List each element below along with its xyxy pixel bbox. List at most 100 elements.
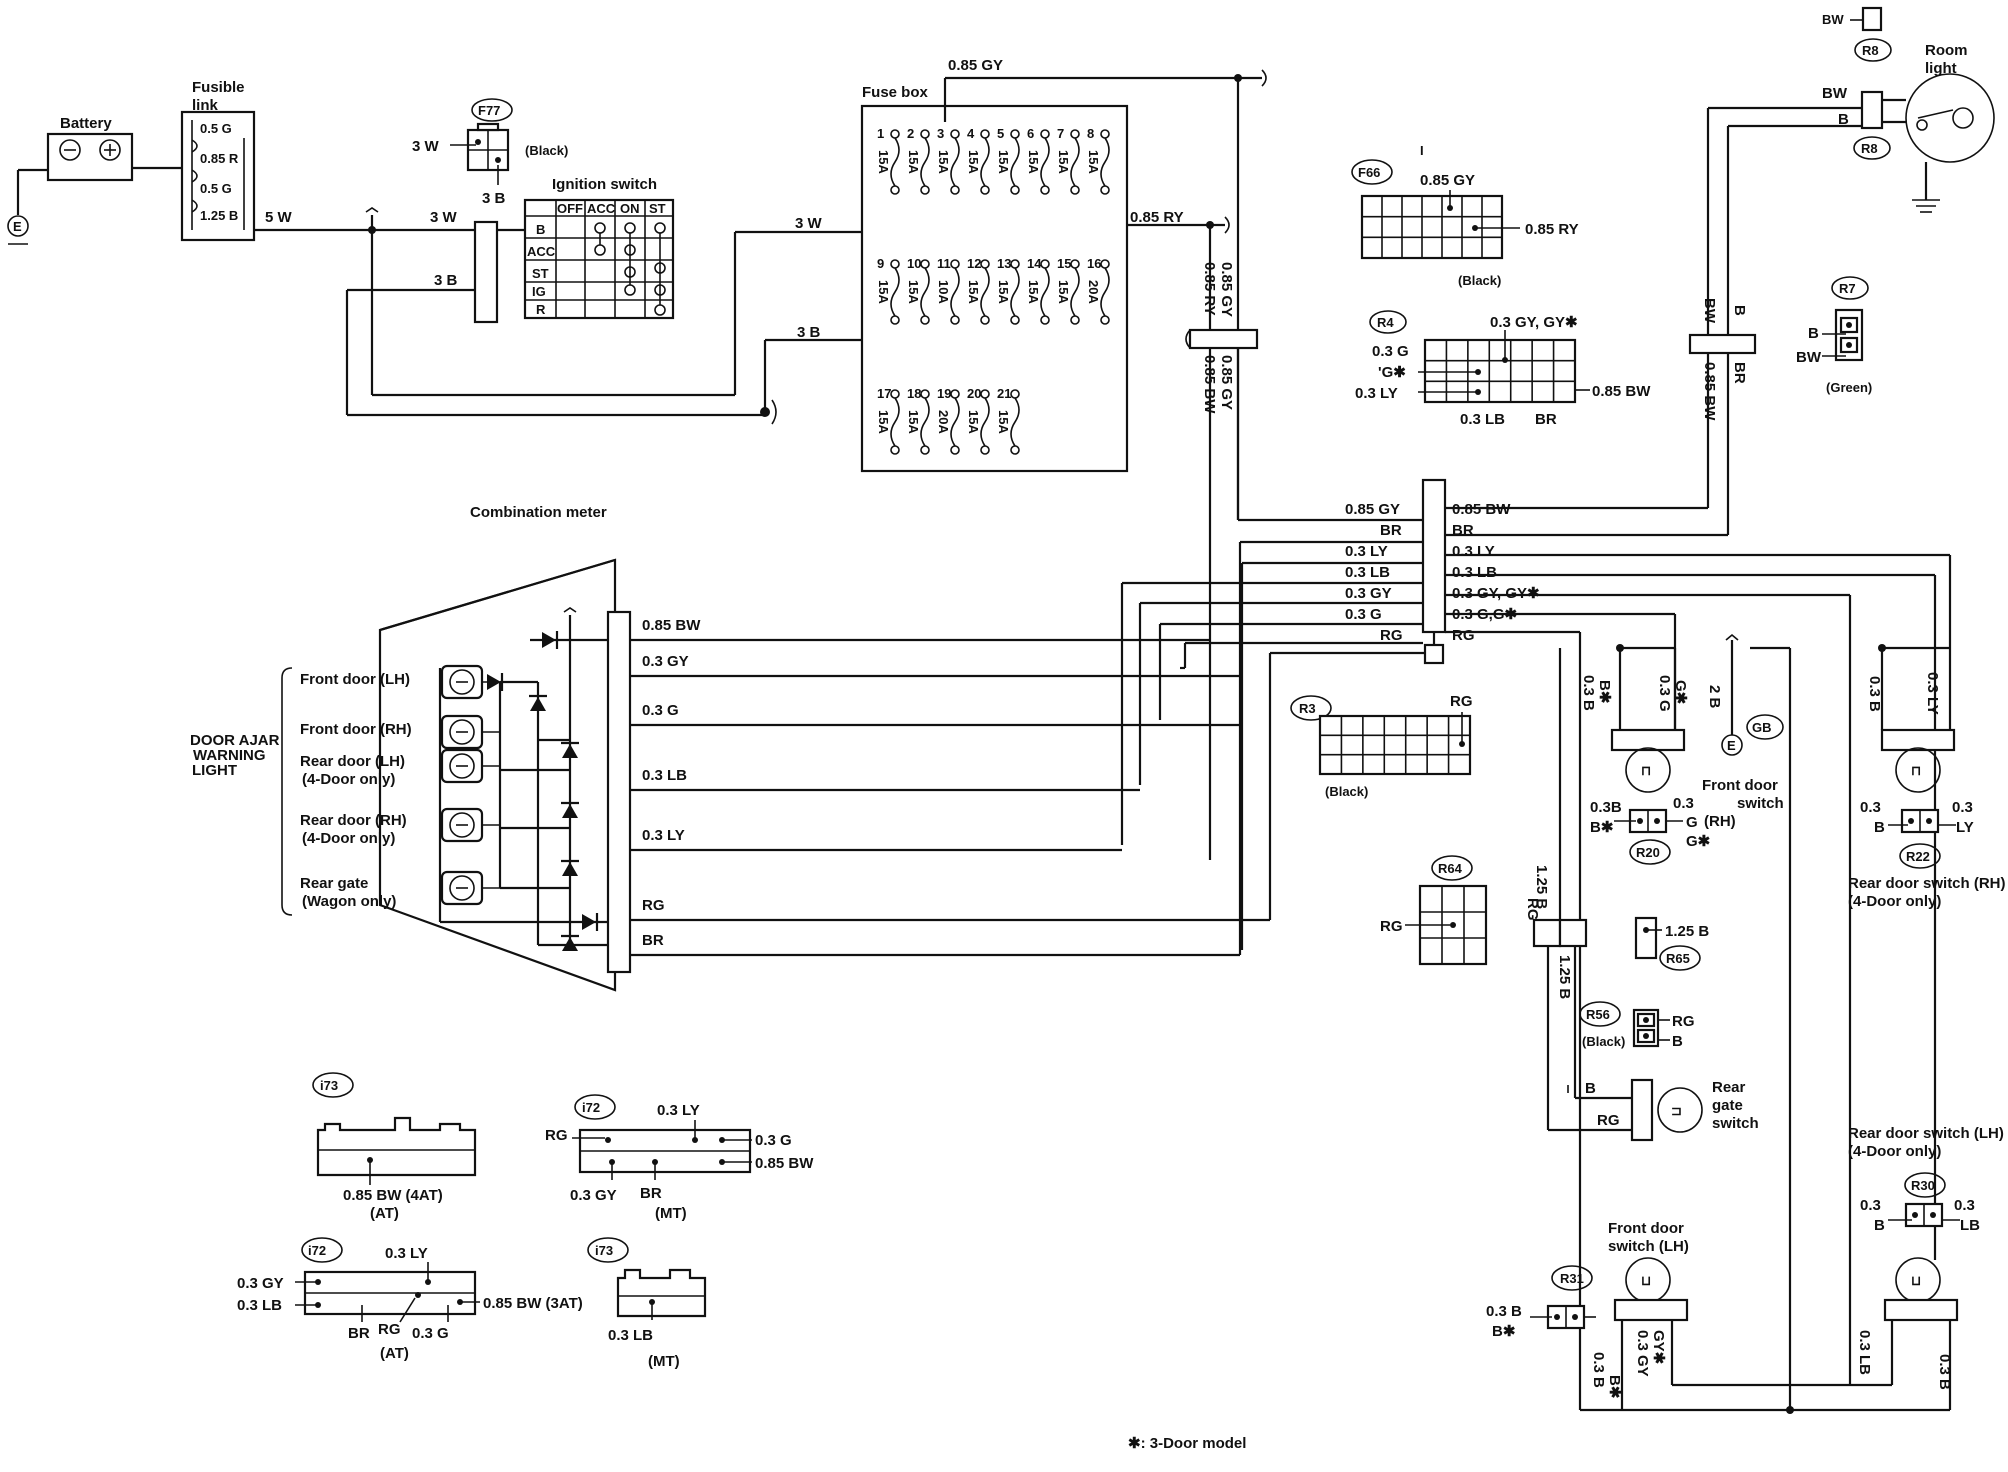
svg-text:10A: 10A — [936, 280, 951, 304]
svg-text:BR: BR — [640, 1185, 662, 1202]
combination-meter — [378, 558, 632, 992]
svg-text:BR: BR — [348, 1325, 370, 1342]
svg-text:0.3 B: 0.3 B — [1866, 676, 1883, 712]
svg-text:BW: BW — [1822, 85, 1848, 102]
svg-text:(Green): (Green) — [1826, 380, 1872, 395]
svg-text:⊔: ⊔ — [1911, 1273, 1921, 1288]
svg-text:DOOR AJAR: DOOR AJAR — [190, 732, 280, 749]
rear-door-switch-lh: Rear door switch (LH) (4-Door only) R30 … — [1848, 1125, 2004, 1410]
svg-text:LIGHT: LIGHT — [192, 762, 237, 779]
lamp-4: Rear gate(Wagon only) — [300, 870, 500, 910]
svg-text:15A: 15A — [906, 150, 921, 174]
svg-text:R: R — [536, 302, 546, 317]
svg-text:3 B: 3 B — [482, 190, 506, 207]
front-door-switch-rh: ⊓ 0.3 B B✱ 0.3 G G✱ Front door switch (R… — [1580, 644, 1784, 830]
svg-text:G✱: G✱ — [1672, 680, 1689, 705]
svg-text:B: B — [536, 222, 545, 237]
connector-r64: R64 RG — [1380, 855, 1488, 966]
svg-text:0.85 RY: 0.85 RY — [1525, 221, 1579, 238]
svg-text:Rear door switch (LH): Rear door switch (LH) — [1848, 1125, 2004, 1142]
lamp-3: Rear door (RH)(4-Door only) — [300, 807, 500, 847]
svg-text:15A: 15A — [876, 410, 891, 434]
warning-lamps: Front door (LH)Front door (RH)Rear door … — [300, 607, 608, 951]
meter-wire-meter_bw: 0.85 BW — [630, 617, 1210, 642]
svg-text:switch: switch — [1737, 795, 1784, 812]
svg-text:0.3 GY: 0.3 GY — [570, 1187, 617, 1204]
svg-text:6: 6 — [1027, 126, 1034, 141]
junction-left-label: 0.3 LB — [1345, 564, 1390, 581]
svg-text:15A: 15A — [906, 410, 921, 434]
svg-text:0.3 LB: 0.3 LB — [237, 1297, 282, 1314]
svg-text:2 B: 2 B — [1706, 685, 1723, 709]
svg-text:(4-Door only): (4-Door only) — [1848, 1143, 1941, 1160]
svg-text:OFF: OFF — [557, 201, 583, 216]
r8-bottom-label: R8 — [1861, 141, 1878, 156]
svg-text:0.85 BW: 0.85 BW — [1592, 383, 1651, 400]
svg-text:⊓: ⊓ — [1911, 763, 1921, 778]
svg-text:(4-Door only): (4-Door only) — [1848, 893, 1941, 910]
svg-text:R22: R22 — [1906, 849, 1930, 864]
connector-r20: 0.3B B✱ 0.3 G G✱ R20 — [1590, 795, 1711, 865]
ignition-switch: Ignition switch OFF ACC ON ST B ACC ST I… — [523, 176, 675, 320]
rear-gate-switch: ⊐ Rear gate switch — [1630, 1078, 1759, 1142]
svg-text:R20: R20 — [1636, 845, 1660, 860]
svg-text:1.25 B: 1.25 B — [1556, 955, 1573, 999]
svg-text:5: 5 — [997, 126, 1004, 141]
svg-text:1.25 B: 1.25 B — [1533, 865, 1550, 909]
svg-text:0.5 G: 0.5 G — [200, 181, 232, 196]
connector-r31: R31 0.3 B B✱ — [1486, 1265, 1596, 1340]
lamp-1: Front door (RH) — [300, 714, 500, 750]
svg-text:ACC: ACC — [587, 201, 616, 216]
meter-wire-meter_ly: 0.3 LY — [630, 827, 1122, 852]
svg-text:0.3B: 0.3B — [1590, 799, 1622, 816]
connector-r7: R7 B BW (Green) — [1796, 276, 1872, 395]
svg-text:(Black): (Black) — [1325, 784, 1368, 799]
svg-text:(AT): (AT) — [370, 1205, 399, 1222]
svg-text:'G✱: 'G✱ — [1378, 364, 1406, 381]
svg-text:0.3: 0.3 — [1954, 1197, 1975, 1214]
svg-text:Rear door (RH): Rear door (RH) — [300, 812, 407, 829]
svg-text:0.3: 0.3 — [1860, 799, 1881, 816]
svg-text:15A: 15A — [996, 280, 1011, 304]
wire-label-3b-b: 3 B — [797, 324, 821, 341]
svg-text:Rear: Rear — [1712, 1079, 1746, 1096]
svg-text:10: 10 — [907, 256, 921, 271]
svg-text:B: B — [1874, 819, 1885, 836]
svg-text:0.3 B: 0.3 B — [1486, 1303, 1522, 1320]
svg-text:16: 16 — [1087, 256, 1101, 271]
svg-text:IG: IG — [532, 284, 546, 299]
diode-ladder — [438, 607, 608, 951]
svg-text:LY: LY — [1956, 819, 1974, 836]
svg-text:(Wagon only): (Wagon only) — [302, 893, 396, 910]
svg-text:link: link — [192, 97, 218, 114]
svg-text:0.3 LY: 0.3 LY — [657, 1102, 700, 1119]
inline-connector-room — [1688, 333, 1757, 355]
svg-text:15A: 15A — [876, 280, 891, 304]
svg-text:0.85 RY: 0.85 RY — [1201, 262, 1218, 316]
svg-text:0.3 LB: 0.3 LB — [1460, 411, 1505, 428]
svg-text:(Black): (Black) — [1582, 1034, 1625, 1049]
connector-f77: F77 3 W (Black) 3 B — [412, 98, 568, 207]
svg-text:Fuse box: Fuse box — [862, 84, 929, 101]
svg-text:B: B — [1672, 1033, 1683, 1050]
combination-meter-title: Combination meter — [470, 504, 607, 521]
svg-text:R7: R7 — [1839, 281, 1856, 296]
svg-text:ACC: ACC — [527, 244, 556, 259]
junction-right-label: BR — [1452, 522, 1474, 539]
wire-label-3b: 3 B — [434, 272, 458, 289]
front-door-switch-lh: Front door switch (LH) ⊔ 0.3 GY GY✱ 0.3 … — [1590, 1220, 1689, 1410]
wire-label-085ry: 0.85 RY — [1130, 209, 1184, 226]
svg-text:0.3: 0.3 — [1952, 799, 1973, 816]
svg-text:BR: BR — [1731, 362, 1748, 384]
connector-i72-mt: i72 RG 0.3 LY 0.3 G 0.85 BW 0.3 GY BR (M… — [545, 1094, 814, 1222]
svg-text:0.3 LY: 0.3 LY — [385, 1245, 428, 1262]
svg-text:(4-Door only): (4-Door only) — [302, 771, 395, 788]
svg-text:15: 15 — [1057, 256, 1071, 271]
footnote: ✱: 3-Door model — [1128, 1435, 1246, 1452]
